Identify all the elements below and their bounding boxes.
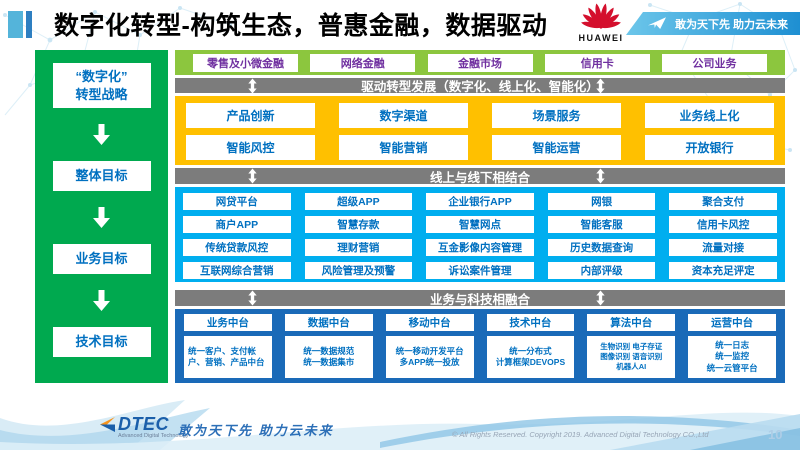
channel-box: 智慧网点 — [426, 216, 534, 233]
banner-label: 线上与线下相结合 — [429, 170, 530, 185]
transformation-box: 产品创新 — [186, 103, 315, 128]
platform-content: 统一数据规范 统一数据集市 — [284, 336, 373, 378]
page-number: 10 — [768, 427, 783, 442]
huawei-flower-icon — [581, 3, 621, 29]
banner-biz-tech-fusion: 业务与科技相融合 — [175, 290, 785, 307]
updown-arrow-icon — [248, 168, 257, 184]
channel-box: 信用卡风控 — [669, 216, 777, 233]
updown-arrow-icon — [248, 290, 257, 306]
copyright-text: © All Rights Reserved. Copyright 2019. A… — [452, 430, 709, 439]
platform-header: 运营中台 — [688, 314, 776, 331]
platform-column-business: 业务中台 统一客户、支付帐户、营销、产品中台 — [184, 314, 272, 378]
transformation-box: 智能营销 — [339, 135, 468, 160]
channels-section: 网贷平台 超级APP 企业银行APP 网银 聚合支付 商户APP 智慧存款 智慧… — [175, 187, 785, 282]
channel-box: 互金影像内容管理 — [426, 239, 534, 256]
down-arrow-icon — [93, 124, 110, 145]
channel-box: 流量对接 — [669, 239, 777, 256]
paper-plane-icon — [648, 16, 666, 29]
platform-header: 算法中台 — [587, 314, 676, 331]
transformation-box: 数字渠道 — [339, 103, 468, 128]
channel-box: 聚合支付 — [669, 193, 777, 210]
business-line-box: 信用卡 — [544, 53, 650, 72]
business-line-box: 零售及小微金融 — [193, 53, 298, 72]
sidebar-item-overall-goal: 整体目标 — [52, 161, 151, 191]
dtec-arrow-icon — [100, 417, 115, 432]
platform-header: 移动中台 — [385, 314, 474, 331]
banner-label: 驱动转型发展（数字化、线上化、智能化） — [361, 80, 599, 94]
channel-box: 超级APP — [304, 193, 413, 210]
channel-box: 智慧存款 — [304, 216, 413, 233]
transformation-box: 智能运营 — [492, 135, 621, 160]
page-title: 数字化转型-构筑生态，普惠金融，数据驱动 — [54, 12, 548, 40]
header-banner: 敢为天下先 助力云未来 — [626, 12, 800, 35]
footer-tagline: 敢为天下先 助力云未来 — [178, 423, 334, 438]
transformation-section: 产品创新 数字渠道 场景服务 业务线上化 智能风控 智能营销 智能运营 开放银行 — [175, 96, 785, 165]
footer-wave-decoration — [0, 400, 800, 450]
business-line-box: 金融市场 — [427, 53, 533, 72]
dtec-wordmark: DTEC — [118, 414, 169, 434]
channel-box: 资本充足评定 — [669, 262, 777, 279]
business-line-box: 网络金融 — [310, 53, 416, 72]
sidebar-item-strategy: “数字化” 转型战略 — [52, 63, 151, 108]
banner-online-offline: 线上与线下相结合 — [175, 168, 785, 185]
channel-box: 内部评级 — [547, 262, 656, 279]
business-line-box: 公司业务 — [662, 53, 767, 72]
sidebar-item-tech-goal: 技术目标 — [52, 327, 151, 357]
dtec-subtext: Advanced Digital Technology — [118, 433, 189, 439]
business-lines-row: 零售及小微金融 网络金融 金融市场 信用卡 公司业务 — [175, 50, 785, 75]
dtec-logo: DTEC Advanced Digital Technology — [100, 415, 189, 440]
platform-content: 统一客户、支付帐户、营销、产品中台 — [184, 336, 272, 378]
banner-drive-transformation: 驱动转型发展（数字化、线上化、智能化） — [175, 78, 785, 94]
channel-box: 网银 — [547, 193, 656, 210]
platform-content: 统一移动开发平台 多APP统一投放 — [385, 336, 474, 378]
channel-box: 商户APP — [183, 216, 291, 233]
platform-content: 统一日志 统一监控 统一云管平台 — [688, 336, 776, 378]
strategy-sidebar: “数字化” 转型战略 整体目标 业务目标 技术目标 — [35, 50, 168, 383]
title-accent-bar — [26, 11, 32, 38]
platform-column-operations: 运营中台 统一日志 统一监控 统一云管平台 — [688, 314, 776, 378]
banner-label: 业务与科技相融合 — [429, 292, 530, 307]
platform-section: 业务中台 统一客户、支付帐户、营销、产品中台 数据中台 统一数据规范 统一数据集… — [175, 309, 785, 383]
channel-box: 理财营销 — [304, 239, 413, 256]
channel-box: 智能客服 — [547, 216, 656, 233]
updown-arrow-icon — [248, 78, 257, 93]
huawei-logo: HUAWEI — [577, 3, 625, 43]
platform-content: 统一分布式 计算框架DEVOPS — [486, 336, 575, 378]
updown-arrow-icon — [596, 168, 605, 184]
platform-header: 业务中台 — [184, 314, 272, 331]
platform-column-tech: 技术中台 统一分布式 计算框架DEVOPS — [486, 314, 575, 378]
transformation-box: 场景服务 — [492, 103, 621, 128]
transformation-box: 智能风控 — [186, 135, 315, 160]
platform-content: 生物识别 电子存证 图像识别 语音识别 机器人AI — [587, 336, 676, 378]
platform-header: 数据中台 — [284, 314, 373, 331]
channel-box: 诉讼案件管理 — [426, 262, 534, 279]
channel-box: 历史数据查询 — [547, 239, 656, 256]
title-accent-bar — [8, 11, 23, 38]
platform-header: 技术中台 — [486, 314, 575, 331]
huawei-wordmark: HUAWEI — [578, 33, 624, 43]
updown-arrow-icon — [596, 78, 605, 93]
updown-arrow-icon — [596, 290, 605, 306]
transformation-box: 业务线上化 — [645, 103, 774, 128]
sidebar-item-business-goal: 业务目标 — [52, 244, 151, 274]
down-arrow-icon — [93, 207, 110, 228]
platform-column-mobile: 移动中台 统一移动开发平台 多APP统一投放 — [385, 314, 474, 378]
platform-column-data: 数据中台 统一数据规范 统一数据集市 — [284, 314, 373, 378]
channel-box: 风险管理及预警 — [304, 262, 413, 279]
platform-column-algorithm: 算法中台 生物识别 电子存证 图像识别 语音识别 机器人AI — [587, 314, 676, 378]
banner-tagline: 敢为天下先 助力云未来 — [675, 18, 789, 31]
channel-box: 网贷平台 — [183, 193, 291, 210]
transformation-box: 开放银行 — [645, 135, 774, 160]
channel-box: 传统贷款风控 — [183, 239, 291, 256]
channel-box: 互联网综合营销 — [183, 262, 291, 279]
architecture-diagram: 零售及小微金融 网络金融 金融市场 信用卡 公司业务 驱动转型发展（数字化、线上… — [175, 50, 785, 383]
down-arrow-icon — [93, 290, 110, 311]
channel-box: 企业银行APP — [426, 193, 534, 210]
